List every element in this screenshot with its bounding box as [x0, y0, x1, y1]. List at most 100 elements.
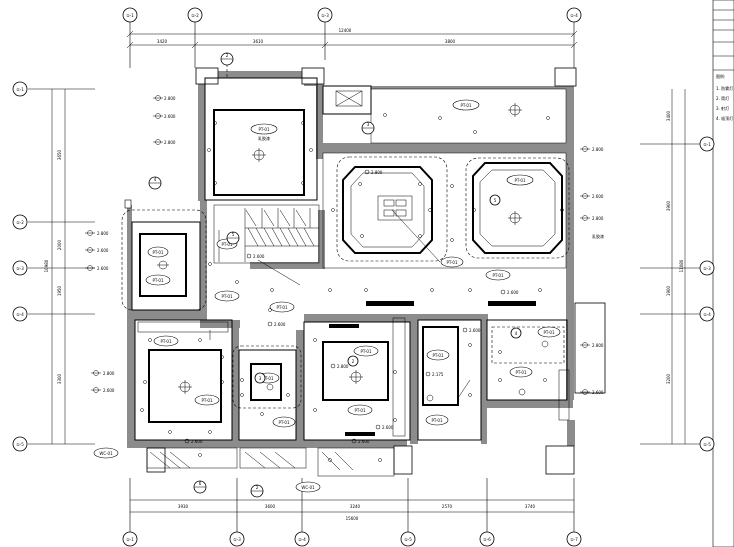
- dim-left-1: 3650: [57, 149, 62, 160]
- legend-item-2: 2. 筒灯: [716, 95, 729, 101]
- svg-text:2: 2: [256, 485, 259, 490]
- svg-text:2.600: 2.600: [469, 328, 481, 333]
- legend-item-3: 3. 射灯: [716, 105, 729, 111]
- svg-text:2.600: 2.600: [253, 254, 265, 259]
- dim-left-3: 1950: [57, 285, 62, 296]
- svg-text:3: 3: [367, 122, 370, 127]
- bubble-right-1: ①-1: [699, 136, 715, 152]
- svg-text:①-5: ①-5: [404, 537, 412, 542]
- index-marker-6: 2: [250, 484, 264, 498]
- svg-text:5: 5: [494, 198, 497, 203]
- legend-item-1: 1. 防雾灯: [716, 85, 733, 91]
- dim-bottom-5: 3740: [525, 504, 536, 509]
- bubble-bottom-4: ①-5: [400, 531, 416, 547]
- svg-text:PT-01: PT-01: [221, 242, 232, 247]
- svg-text:2.600: 2.600: [97, 266, 109, 271]
- bubble-right-4: ①-5: [699, 436, 715, 452]
- svg-text:WC-01: WC-01: [99, 451, 113, 456]
- dim-right-2: 3900: [666, 200, 671, 211]
- svg-text:乳胶漆: 乳胶漆: [592, 233, 604, 239]
- index-marker-10: 5: [489, 194, 501, 206]
- bubble-left-2: ①-2: [12, 214, 28, 230]
- columns: [124, 67, 606, 475]
- svg-text:PT-01: PT-01: [152, 250, 163, 255]
- tag-pt01-16: PT-01: [509, 366, 533, 378]
- dim-bottom-3: 3240: [350, 504, 361, 509]
- svg-text:2.600: 2.600: [191, 439, 203, 444]
- svg-text:①-2: ①-2: [191, 13, 199, 18]
- walls: [127, 70, 575, 448]
- elev-7: 2.800: [91, 370, 115, 376]
- svg-text:2: 2: [226, 53, 229, 58]
- svg-text:4: 4: [154, 177, 157, 182]
- svg-text:2.600: 2.600: [103, 388, 115, 393]
- bubble-bottom-1: ①-1: [122, 531, 138, 547]
- svg-text:PT-01: PT-01: [432, 353, 443, 358]
- index-marker-9: 4: [510, 327, 522, 339]
- tag-pt01-11: PT-01: [353, 345, 379, 357]
- dim-right-3: 1900: [666, 285, 671, 296]
- svg-text:4: 4: [515, 331, 518, 336]
- tag-pt01-3: PT-01: [506, 174, 534, 186]
- svg-text:PT-01: PT-01: [201, 398, 212, 403]
- tag-pt01-6: PT-01: [214, 290, 240, 302]
- bubble-bottom-2: ①-3: [229, 531, 245, 547]
- svg-text:2: 2: [352, 359, 355, 364]
- elev-5: 2.600: [85, 247, 109, 253]
- svg-text:①-6: ①-6: [483, 537, 491, 542]
- dim-bottom-1: 3930: [178, 504, 189, 509]
- ceiling-light-icon: [157, 260, 169, 270]
- svg-text:2.800: 2.800: [592, 343, 604, 348]
- svg-text:PT-01: PT-01: [278, 420, 289, 425]
- svg-text:①-2: ①-2: [16, 220, 24, 225]
- tag-pt01-17: PT-01: [537, 326, 561, 338]
- svg-text:3: 3: [259, 376, 262, 381]
- svg-text:PT-01: PT-01: [354, 408, 365, 413]
- tag-pt01-10: PT-01: [272, 416, 296, 428]
- tag-wc01-2: WC-01: [295, 481, 321, 493]
- elev-10: 2.600: [580, 193, 604, 199]
- svg-text:PT-01: PT-01: [431, 418, 442, 423]
- elev-19: 2.175: [425, 371, 444, 377]
- dim-left-4: 3300: [57, 373, 62, 384]
- svg-text:PT-01: PT-01: [276, 305, 287, 310]
- svg-text:PT-01: PT-01: [221, 294, 232, 299]
- tag-pt01-5: PT-01: [269, 301, 295, 313]
- index-marker-8: 3: [254, 372, 266, 384]
- room-outlines: [121, 59, 570, 477]
- elev-9: 2.800: [580, 146, 604, 152]
- ceiling-light-icon: [518, 388, 526, 396]
- svg-text:PT-01: PT-01: [492, 273, 503, 278]
- svg-text:PT-01: PT-01: [160, 339, 171, 344]
- elev-4: 2.800: [85, 230, 109, 236]
- elev-21: 2.800: [364, 169, 383, 175]
- svg-text:2.175: 2.175: [432, 372, 444, 377]
- elev-8: 2.600: [91, 387, 115, 393]
- svg-text:PT-01: PT-01: [360, 349, 371, 354]
- elev-18: 2.800: [330, 363, 349, 369]
- index-marker-7: 2: [347, 355, 359, 367]
- dim-bottom-total: 15600: [346, 516, 359, 521]
- tag-pt01-7: PT-01: [153, 335, 179, 347]
- svg-text:PT-01: PT-01: [152, 278, 163, 283]
- elev-22: 2.600: [184, 438, 203, 444]
- dimension-lines: 12400 3420 3610 3800 3930 3600 3240 2570…: [44, 28, 686, 521]
- svg-text:①-4: ①-4: [703, 312, 711, 317]
- svg-text:5: 5: [232, 232, 235, 237]
- index-marker-1: 2: [220, 52, 234, 66]
- svg-text:2.600: 2.600: [382, 425, 394, 430]
- downlight-icon: [140, 113, 564, 462]
- grid-lines: [28, 22, 700, 536]
- svg-text:乳胶漆: 乳胶漆: [258, 135, 270, 141]
- svg-text:①-7: ①-7: [570, 537, 578, 542]
- svg-text:①-1: ①-1: [16, 87, 24, 92]
- bubble-right-3: ①-4: [699, 306, 715, 322]
- index-marker-2: 3: [361, 121, 375, 135]
- elevation-markers: 2.800 2.600 2.800 2.800 2.600 2.600 2.80…: [85, 95, 604, 444]
- tag-pt01-12: PT-01: [347, 404, 373, 416]
- svg-text:6: 6: [199, 481, 202, 486]
- bubble-top-3: ①-3: [317, 7, 333, 23]
- svg-text:PT-01: PT-01: [515, 370, 526, 375]
- svg-text:2.800: 2.800: [371, 170, 383, 175]
